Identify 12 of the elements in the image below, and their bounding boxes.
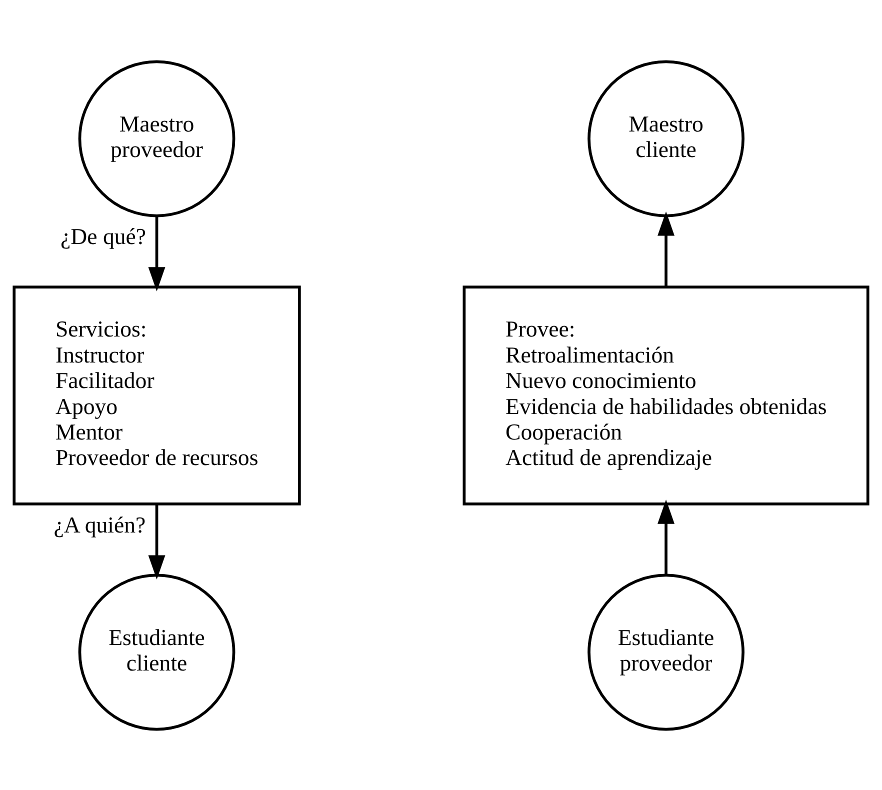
arrow	[658, 499, 675, 575]
node-circle: Maestro cliente	[588, 60, 744, 217]
arrow	[658, 210, 675, 287]
arrow	[148, 215, 166, 291]
arrow	[148, 503, 166, 580]
node-box: Servicios: Instructor Facilitador Apoyo Mentor Proveedor de recursos	[12, 285, 301, 505]
edge-label: ¿De qué?	[60, 224, 146, 249]
node-circle: Estudiante cliente	[78, 573, 236, 730]
edge-label: ¿A quién?	[54, 512, 146, 537]
node-box: Provee: Retroalimentación Nuevo conocimiento Evidencia de habilidades obtenidas Cooperación Actitud de aprendizaje	[462, 285, 870, 505]
node-circle: Estudiante proveedor	[588, 573, 744, 730]
node-circle: Maestro proveedor	[78, 60, 236, 217]
